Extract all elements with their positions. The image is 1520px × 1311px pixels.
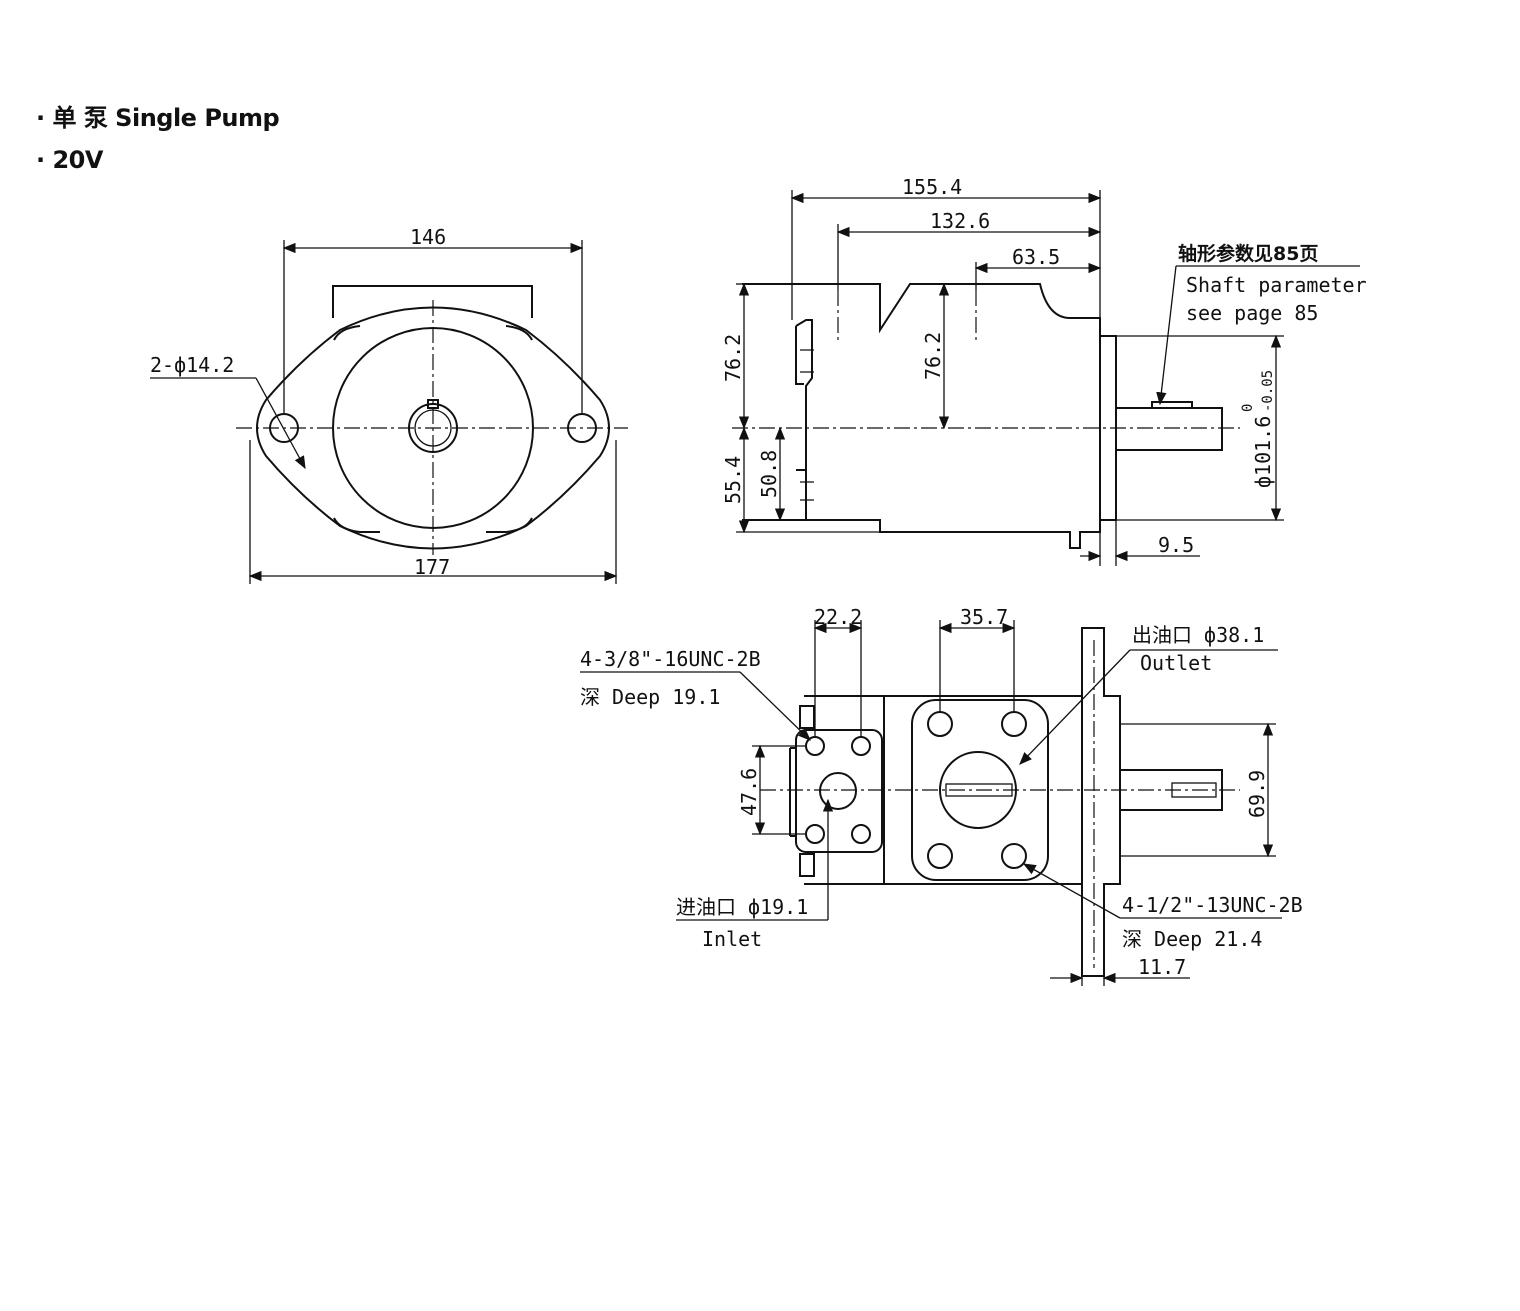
outlet-thread-spec: 4-1/2"-13UNC-2B xyxy=(1122,893,1303,917)
inlet-label-cn: 进油口 ф19.1 xyxy=(676,895,808,919)
dim-top-35-7: 35.7 xyxy=(960,605,1008,629)
dim-side-132-6: 132.6 xyxy=(930,209,990,233)
dim-top-69-9: 69.9 xyxy=(1245,770,1269,818)
inlet-label-en: Inlet xyxy=(702,927,762,951)
dim-side-155-4: 155.4 xyxy=(902,175,962,199)
dim-side-76-2-mid: 76.2 xyxy=(921,332,945,380)
front-view xyxy=(150,240,628,584)
model-label: · 20V xyxy=(36,146,103,174)
dim-side-50-8: 50.8 xyxy=(757,450,781,498)
dim-side-76-2-left: 76.2 xyxy=(721,334,745,382)
inlet-thread-spec: 4-3/8"-16UNC-2B xyxy=(580,647,761,671)
dim-top-11-7: 11.7 xyxy=(1138,955,1186,979)
dim-side-pilot-tol-lower: -0.05 xyxy=(1260,370,1276,412)
dim-top-22-2: 22.2 xyxy=(814,605,862,629)
section-title: · 单 泵 Single Pump xyxy=(36,104,280,132)
dim-side-pilot-tol-upper: 0 xyxy=(1240,404,1256,412)
dim-top-47-6: 47.6 xyxy=(737,768,761,816)
dim-side-9-5: 9.5 xyxy=(1158,533,1194,557)
dim-side-55-4: 55.4 xyxy=(721,456,745,504)
outlet-label-cn: 出油口 ф38.1 xyxy=(1132,623,1264,647)
shaft-note-cn: 轴形参数见85页 xyxy=(1178,242,1318,265)
dim-front-177: 177 xyxy=(414,555,450,579)
inlet-thread-depth: 深 Deep 19.1 xyxy=(580,685,720,709)
outlet-thread-depth: 深 Deep 21.4 xyxy=(1122,927,1262,951)
outlet-label-en: Outlet xyxy=(1140,651,1212,675)
top-view xyxy=(580,620,1282,986)
dim-front-146: 146 xyxy=(410,225,446,249)
shaft-note-en-2: see page 85 xyxy=(1186,301,1318,325)
dim-side-63-5: 63.5 xyxy=(1012,245,1060,269)
side-view xyxy=(732,190,1360,566)
hole-label: 2-ф14.2 xyxy=(150,353,234,377)
shaft-note-en-1: Shaft parameter xyxy=(1186,273,1367,297)
dim-side-pilot: ф101.6 xyxy=(1251,416,1275,488)
